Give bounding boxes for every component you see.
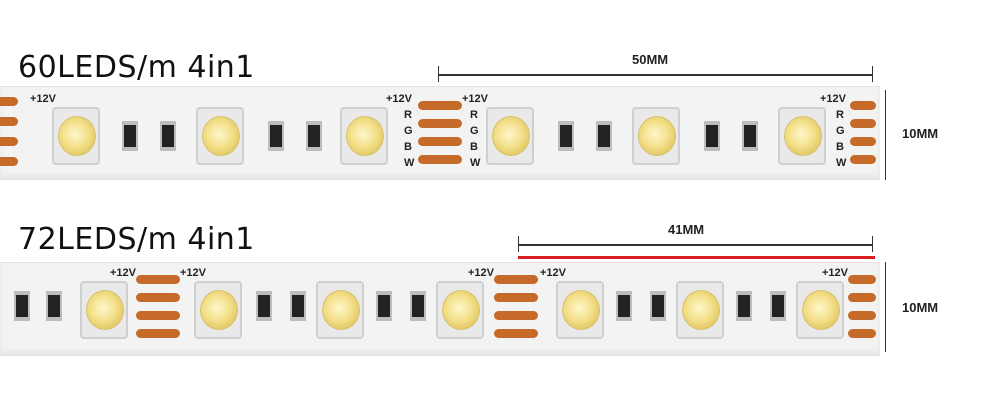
cut-pad [848, 329, 876, 338]
strip-pad [0, 157, 18, 166]
voltage-label: +12V [820, 93, 846, 105]
voltage-label: +12V [110, 267, 136, 279]
cut-pad [136, 293, 180, 302]
cut-pad [850, 119, 876, 128]
cut-pad [848, 311, 876, 320]
row2-width-line [885, 262, 886, 352]
resistor [268, 121, 284, 151]
cut-pad [850, 137, 876, 146]
smd-led [196, 107, 244, 165]
cut-pad [418, 119, 462, 128]
strip-pad [0, 97, 18, 106]
cut-pad [494, 329, 538, 338]
resistor [558, 121, 574, 151]
smd-led [632, 107, 680, 165]
smd-led [796, 281, 844, 339]
resistor [596, 121, 612, 151]
resistor [410, 291, 426, 321]
row2-length-tick-left [518, 236, 519, 252]
row1-length-label: 50MM [632, 52, 669, 67]
resistor [122, 121, 138, 151]
resistor [256, 291, 272, 321]
strip-pad [0, 117, 18, 126]
cut-pad [418, 155, 462, 164]
smd-led [676, 281, 724, 339]
row2-led-strip: +12V +12V +12V +12V +12V [0, 262, 880, 356]
strip-pad [0, 137, 18, 146]
resistor [650, 291, 666, 321]
voltage-label: +12V [180, 267, 206, 279]
smd-led [80, 281, 128, 339]
cut-pad [418, 101, 462, 110]
cut-pad [848, 293, 876, 302]
row2-length-tick-right [872, 236, 873, 252]
row2-title: 72LEDS/m 4in1 [18, 222, 255, 257]
row2-length-dimension-line [518, 244, 872, 246]
resistor [290, 291, 306, 321]
voltage-label: +12V [462, 93, 488, 105]
smd-led [316, 281, 364, 339]
voltage-label: +12V [540, 267, 566, 279]
voltage-label: +12V [468, 267, 494, 279]
voltage-label: +12V [386, 93, 412, 105]
cut-pad [136, 275, 180, 284]
cut-pad [850, 155, 876, 164]
cut-pad [418, 137, 462, 146]
row2-length-red-marker [518, 256, 875, 259]
smd-led [52, 107, 100, 165]
cut-pad [850, 101, 876, 110]
smd-led [556, 281, 604, 339]
row1-width-label: 10MM [902, 126, 939, 141]
row1-length-tick-right [872, 66, 873, 82]
row1-width-line [885, 90, 886, 180]
resistor [376, 291, 392, 321]
row1-title: 60LEDS/m 4in1 [18, 50, 255, 85]
smd-led [436, 281, 484, 339]
resistor [704, 121, 720, 151]
voltage-label: +12V [30, 93, 56, 105]
cut-pad [494, 311, 538, 320]
resistor [14, 291, 30, 321]
smd-led [486, 107, 534, 165]
smd-led [194, 281, 242, 339]
resistor [616, 291, 632, 321]
cut-pad [136, 311, 180, 320]
resistor [306, 121, 322, 151]
smd-led [778, 107, 826, 165]
cut-pad [494, 293, 538, 302]
smd-led [340, 107, 388, 165]
cut-pad [136, 329, 180, 338]
cut-pad [848, 275, 876, 284]
resistor [160, 121, 176, 151]
resistor [770, 291, 786, 321]
row2-length-label: 41MM [668, 222, 705, 237]
row1-length-dimension-line [438, 74, 872, 76]
cut-pad [494, 275, 538, 284]
row1-length-tick-left [438, 66, 439, 82]
resistor [736, 291, 752, 321]
resistor [46, 291, 62, 321]
resistor [742, 121, 758, 151]
voltage-label: +12V [822, 267, 848, 279]
row2-width-label: 10MM [902, 300, 939, 315]
